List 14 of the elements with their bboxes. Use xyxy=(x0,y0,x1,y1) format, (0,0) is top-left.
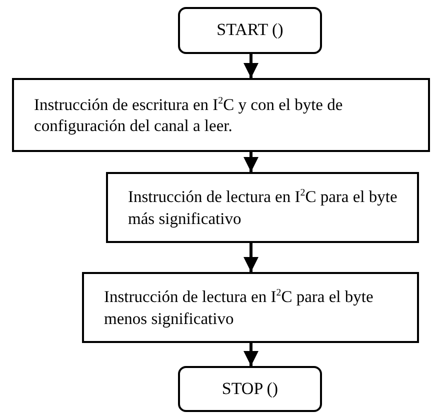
process-box xyxy=(12,78,430,152)
process-box xyxy=(106,172,419,243)
terminal-box xyxy=(178,366,322,412)
step-text: Instrucción de lectura en I$^{2}$C para el byte más significativo xyxy=(128,186,398,229)
process-box xyxy=(82,272,419,343)
arrow xyxy=(244,243,258,272)
arrow xyxy=(244,54,258,78)
step-text: Instrucción de escritura en I$^{2}$C y con el byte de configuración del canal a leer. xyxy=(34,94,344,136)
step-text: Instrucción de lectura en I$^{2}$C para el byte menos significativo xyxy=(104,286,374,329)
step-text: STOP () xyxy=(222,378,278,400)
arrow xyxy=(244,152,258,172)
terminal-box xyxy=(178,7,322,54)
step-text: START () xyxy=(216,19,284,42)
arrow xyxy=(244,343,258,366)
